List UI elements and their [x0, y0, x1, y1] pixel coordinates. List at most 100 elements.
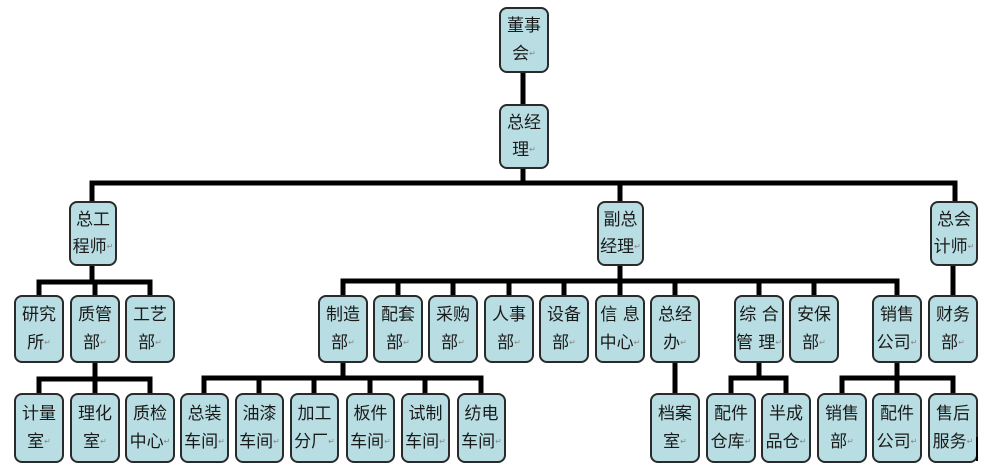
- node-prototype-workshop[interactable]: 试制车间↵: [401, 393, 450, 463]
- node-archives[interactable]: 档案室↵: [650, 393, 700, 463]
- node-parts-warehouse[interactable]: 配件仓库↵: [706, 393, 756, 463]
- node-label-line2-row: 室↵: [663, 432, 687, 452]
- node-sheet-workshop[interactable]: 板件车间↵: [346, 393, 395, 463]
- node-label-line2-row: 部↵: [941, 333, 965, 353]
- node-info-center[interactable]: 信 息中心↵: [595, 295, 645, 363]
- node-deputy-gm[interactable]: 副总经理↵: [597, 201, 644, 266]
- paragraph-mark-icon: ↵: [680, 437, 687, 447]
- node-label-line2-row: 部↵: [441, 333, 465, 353]
- node-general-manager[interactable]: 总经理↵: [499, 104, 549, 169]
- node-manufacturing[interactable]: 制造部↵: [318, 295, 368, 363]
- node-label-line2-row: 部↵: [138, 333, 162, 353]
- node-label-line1: 纺电: [464, 403, 499, 424]
- node-sales-dept[interactable]: 销售部↵: [817, 393, 867, 463]
- paragraph-mark-icon: ↵: [155, 338, 162, 347]
- node-label-line2-row: 部↵: [497, 333, 521, 353]
- node-label-line2: 车间: [239, 432, 274, 453]
- node-label-line2: 服务: [932, 432, 967, 453]
- node-sales-company[interactable]: 销售公司↵: [872, 295, 922, 363]
- node-qc-center[interactable]: 质检中心↵: [125, 393, 175, 463]
- node-label-line1: 董事: [507, 16, 541, 37]
- node-label-line2-row: 公司↵: [877, 333, 918, 353]
- node-label-line2-row: 程师↵: [73, 237, 114, 257]
- node-label-line2-row: 中心↵: [130, 432, 171, 452]
- node-label-line2: 部: [552, 333, 570, 353]
- node-label-line1: 总经: [507, 113, 541, 133]
- node-label-line2-row: 办↵: [663, 333, 687, 353]
- paragraph-mark-icon: ↵: [348, 338, 355, 347]
- node-quality-mgmt[interactable]: 质管部↵: [70, 295, 120, 363]
- node-label-line2-row: 部↵: [386, 333, 410, 353]
- node-label-line2-row: 车间↵: [184, 432, 225, 452]
- node-board[interactable]: 董事会↵: [499, 7, 549, 73]
- node-label-line2: 部: [441, 333, 459, 353]
- node-hr[interactable]: 人事部↵: [484, 295, 534, 363]
- node-label-line1: 总工: [76, 210, 110, 230]
- node-chief-engineer[interactable]: 总工程师↵: [69, 201, 117, 266]
- node-label-line2-row: 车间↵: [461, 432, 502, 452]
- node-label-line1: 工艺: [133, 305, 167, 325]
- node-label-line1: 总装: [187, 403, 222, 424]
- node-equipment[interactable]: 设备部↵: [539, 295, 589, 363]
- node-process-dept[interactable]: 工艺部↵: [125, 295, 175, 363]
- paragraph-mark-icon: ↵: [458, 338, 465, 347]
- paragraph-mark-icon: ↵: [44, 338, 51, 347]
- paragraph-mark-icon: ↵: [100, 338, 107, 347]
- node-label-line2-row: 会↵: [512, 44, 536, 64]
- node-label-line2: 车间: [350, 432, 385, 453]
- paragraph-mark-icon: ↵: [529, 145, 536, 154]
- node-label-line2-row: 部↵: [802, 333, 826, 353]
- node-label-line1: 质检: [133, 403, 167, 424]
- node-painting-workshop[interactable]: 油漆车间↵: [235, 393, 284, 463]
- paragraph-mark-icon: ↵: [775, 338, 783, 347]
- node-machining-plant[interactable]: 加工分厂↵: [290, 393, 339, 463]
- node-after-sales[interactable]: 售后服务↵: [928, 393, 978, 463]
- node-semi-finished-warehouse[interactable]: 半成品仓↵: [761, 393, 811, 463]
- node-label-line1: 信 息: [600, 305, 640, 325]
- node-label-line1: 制造: [326, 305, 360, 325]
- paragraph-mark-icon: ↵: [514, 338, 521, 347]
- node-label-line1: 设备: [547, 305, 581, 325]
- node-chief-accountant[interactable]: 总会计师↵: [930, 201, 978, 266]
- node-label-line2: 部: [497, 333, 515, 353]
- node-general-mgmt[interactable]: 综 合管 理↵: [734, 295, 784, 363]
- node-label-line2: 中心: [129, 432, 164, 453]
- node-lab[interactable]: 理化室↵: [70, 393, 120, 463]
- node-finance[interactable]: 财务部↵: [928, 295, 978, 363]
- node-label-line2: 部: [331, 333, 349, 353]
- node-textile-elec-workshop[interactable]: 纺电车间↵: [457, 393, 506, 463]
- node-purchasing[interactable]: 采购部↵: [428, 295, 478, 363]
- node-label-line1: 销售: [880, 305, 914, 325]
- node-label-line2-row: 所↵: [27, 333, 51, 353]
- node-label-line2-row: 中心↵: [600, 333, 641, 353]
- node-parts-company[interactable]: 配件公司↵: [872, 393, 922, 463]
- node-label-line1: 半成: [769, 403, 803, 424]
- paragraph-mark-icon: ↵: [439, 437, 446, 447]
- node-label-line1: 总会: [937, 210, 971, 230]
- node-label-line2: 部: [802, 333, 820, 353]
- node-label-line2: 室: [27, 432, 45, 453]
- node-label-line2: 计师: [933, 237, 968, 257]
- node-gm-office[interactable]: 总经办↵: [650, 295, 700, 363]
- node-assembly-workshop[interactable]: 总装车间↵: [180, 393, 229, 463]
- node-label-line1: 总经: [658, 305, 692, 325]
- node-label-line2-row: 服务↵: [933, 432, 974, 452]
- node-security[interactable]: 安保部↵: [789, 295, 839, 363]
- node-label-line2-row: 部↵: [552, 333, 576, 353]
- paragraph-mark-icon: ↵: [744, 437, 752, 447]
- node-supporting[interactable]: 配套部↵: [373, 295, 423, 363]
- paragraph-mark-icon: ↵: [819, 338, 826, 347]
- node-metrology[interactable]: 计量室↵: [14, 393, 64, 463]
- node-label-line1: 档案: [658, 403, 692, 424]
- node-label-line2-row: 室↵: [83, 432, 107, 452]
- paragraph-mark-icon: ↵: [384, 437, 391, 447]
- node-label-line2: 室: [663, 432, 681, 453]
- node-label-line1: 板件: [353, 403, 388, 424]
- node-label-line1: 安保: [797, 305, 831, 325]
- node-label-line2: 中心: [599, 333, 634, 353]
- node-research-institute[interactable]: 研究所↵: [14, 295, 64, 363]
- node-label-line1: 计量: [22, 403, 56, 424]
- node-label-line2: 分厂: [294, 432, 329, 453]
- paragraph-mark-icon: ↵: [100, 437, 107, 447]
- node-label-line2: 品仓: [765, 432, 800, 453]
